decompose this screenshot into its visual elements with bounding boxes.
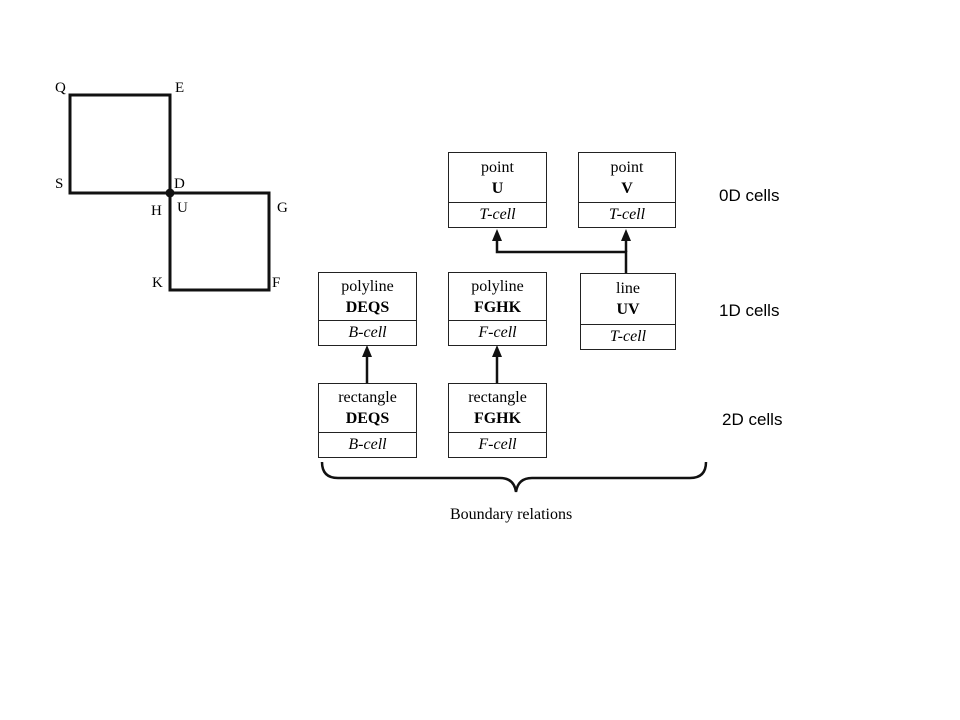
- cell-id: U: [491, 179, 504, 197]
- boundary-relations-caption: Boundary relations: [450, 506, 573, 523]
- cell-role: T-cell: [479, 206, 516, 223]
- point-d-marker: [165, 188, 175, 198]
- cell-id: FGHK: [473, 410, 522, 427]
- cell-polyline-fghk: polyline FGHK F-cell: [448, 272, 547, 346]
- arrowhead-rect-fghk: [492, 345, 502, 357]
- cell-rectangle-deqs: rectangle DEQS B-cell: [318, 383, 417, 458]
- label-g: G: [277, 200, 288, 216]
- cell-type: polyline: [341, 277, 394, 295]
- cell-role: F-cell: [478, 324, 517, 341]
- label-u: U: [177, 200, 188, 216]
- label-s: S: [55, 176, 64, 192]
- cell-role: F-cell: [478, 436, 517, 453]
- cell-point-u: point U T-cell: [448, 152, 547, 228]
- arrowhead-point-v: [621, 229, 631, 241]
- cell-type: point: [481, 158, 514, 176]
- cell-rectangle-fghk: rectangle FGHK F-cell: [448, 383, 547, 458]
- cell-role: T-cell: [608, 206, 646, 223]
- arrow-line-uv-to-u: [495, 240, 628, 273]
- cell-id: UV: [616, 301, 640, 318]
- cell-type: rectangle: [468, 389, 527, 406]
- level-0d-label: 0D cells: [719, 186, 780, 205]
- cell-type: point: [610, 158, 644, 176]
- cell-type: polyline: [471, 277, 524, 295]
- label-k: K: [152, 275, 163, 291]
- square-deqs: [68, 93, 172, 195]
- level-2d-label: 2D cells: [722, 410, 783, 429]
- cell-polyline-deqs: polyline DEQS B-cell: [318, 272, 417, 346]
- cell-id: V: [621, 179, 633, 197]
- cell-role: T-cell: [609, 328, 647, 345]
- level-1d-label: 1D cells: [719, 301, 780, 320]
- label-f: F: [272, 275, 281, 291]
- label-h: H: [151, 203, 162, 219]
- cell-id: DEQS: [345, 298, 390, 316]
- cell-id: FGHK: [473, 298, 522, 316]
- label-q: Q: [55, 80, 66, 96]
- arrowhead-rect-deqs: [362, 345, 372, 357]
- cell-role: B-cell: [348, 436, 387, 453]
- boundary-brace: [320, 461, 708, 493]
- square-fghk: [168, 191, 271, 292]
- label-e: E: [175, 80, 185, 96]
- arrowhead-point-u: [492, 229, 502, 241]
- cell-point-v: point V T-cell: [578, 152, 676, 228]
- cell-id: DEQS: [345, 410, 390, 427]
- cell-type: line: [616, 280, 640, 297]
- cell-type: rectangle: [338, 389, 397, 406]
- cell-role: B-cell: [348, 324, 387, 341]
- label-d: D: [174, 176, 185, 192]
- cell-line-uv: line UV T-cell: [580, 273, 676, 350]
